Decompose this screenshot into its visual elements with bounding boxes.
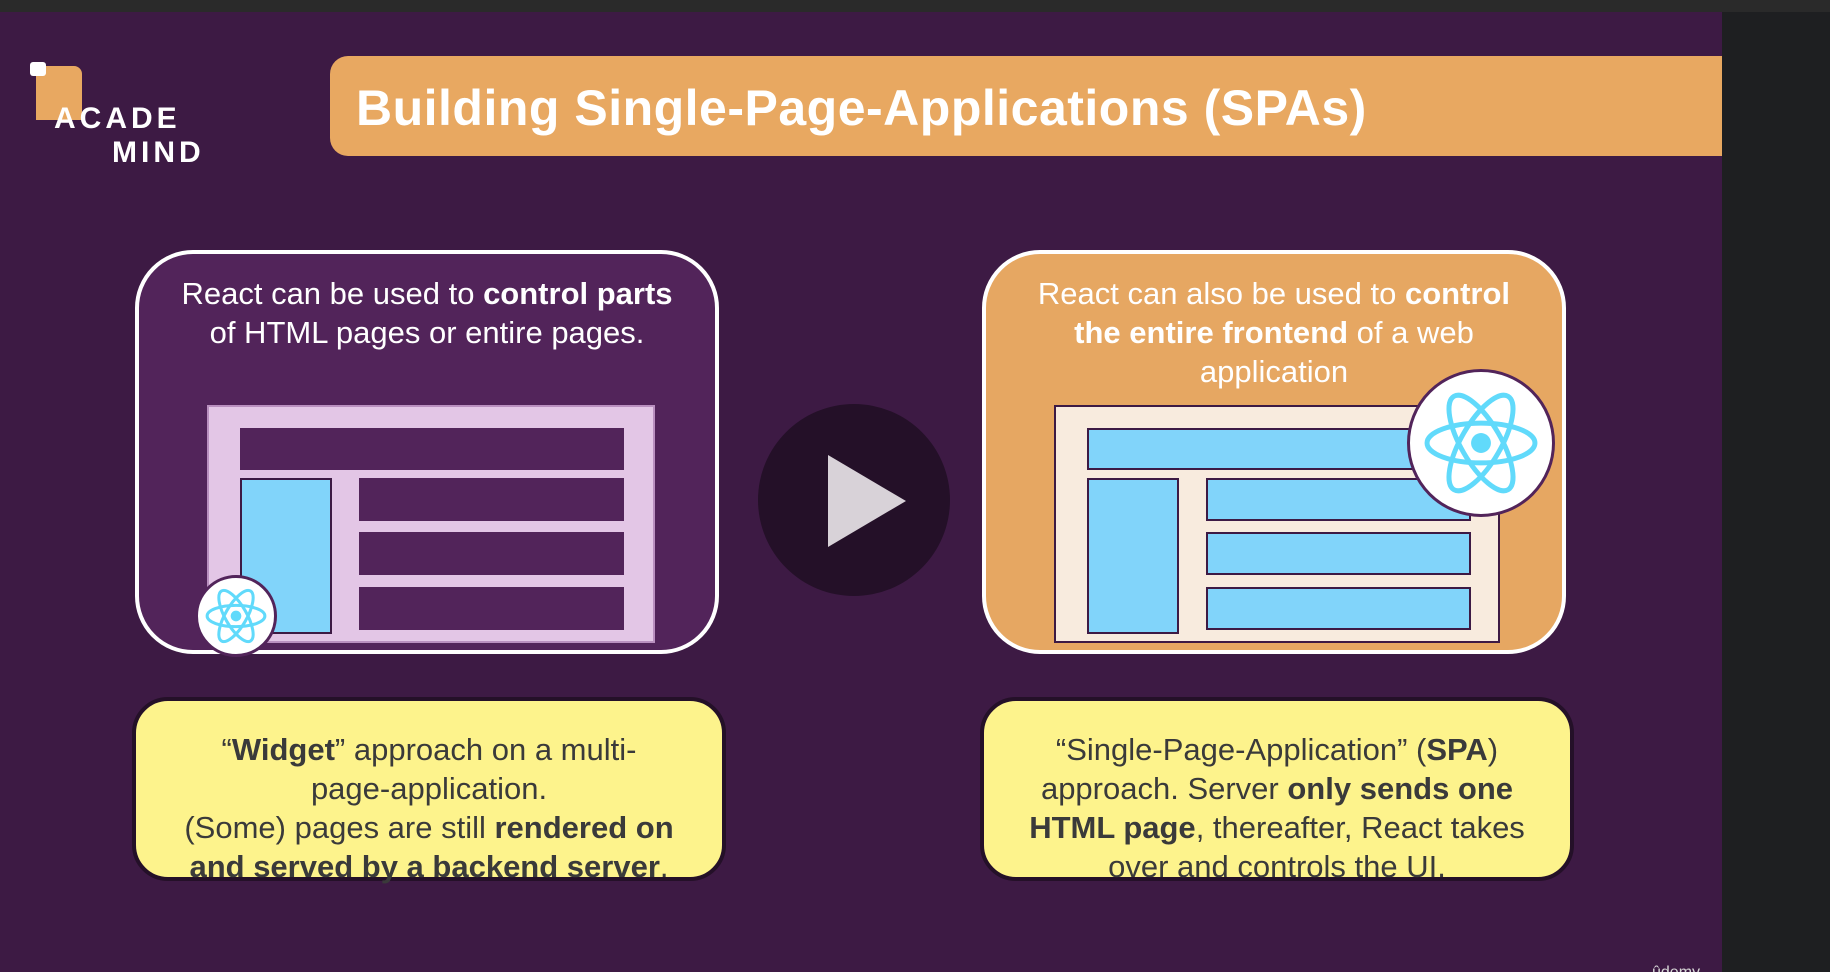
- text-fragment: over and controls the UI.: [1108, 849, 1446, 884]
- text-fragment: , thereafter, React takes: [1195, 810, 1525, 845]
- play-icon[interactable]: [828, 455, 906, 547]
- react-logo-icon: [1407, 369, 1555, 517]
- logo-text-line1: ACADE: [54, 102, 181, 135]
- mockup-content-row: [359, 587, 624, 630]
- logo-flag-icon: [30, 62, 82, 120]
- mockup-content-row: [359, 478, 624, 521]
- multi-page-mockup: [207, 405, 655, 643]
- text-fragment: of HTML pages or entire pages.: [209, 315, 645, 350]
- mockup-sidebar: [1087, 478, 1179, 634]
- text-fragment: of a web: [1348, 315, 1474, 350]
- text-bold: Widget: [231, 732, 335, 767]
- mockup-content-row: [359, 532, 624, 575]
- text-fragment: “: [221, 732, 232, 767]
- text-fragment: “Single-Page-Application” (: [1055, 732, 1427, 767]
- academind-logo: ACADE MIND: [30, 54, 209, 169]
- text-bold: and served by a backend server: [189, 849, 660, 884]
- logo-text-line2: MIND: [112, 136, 205, 169]
- udemy-watermark: ûdemy: [1652, 964, 1700, 972]
- text-bold: control: [1405, 276, 1511, 311]
- widget-approach-note: “Widget” approach on a multi- page-appli…: [132, 697, 726, 884]
- text-bold: SPA: [1426, 732, 1488, 767]
- mockup-header-bar: [240, 428, 624, 470]
- text-fragment: React can also be used to: [1037, 276, 1405, 311]
- mockup-content-row: [1206, 532, 1471, 575]
- text-bold: HTML page: [1029, 810, 1196, 845]
- text-fragment: .: [659, 849, 669, 884]
- widget-panel-text: React can be used to control parts of HT…: [139, 274, 715, 352]
- text-fragment: page-application.: [310, 771, 548, 806]
- text-fragment: React can be used to: [181, 276, 484, 311]
- text-bold: control parts: [483, 276, 673, 311]
- text-fragment: approach. Server: [1040, 771, 1288, 806]
- slide-title: Building Single-Page-Applications (SPAs): [356, 80, 1367, 136]
- text-bold: the entire frontend: [1074, 315, 1349, 350]
- react-logo-icon: [195, 575, 277, 657]
- right-sidebar: [1722, 12, 1830, 972]
- text-bold: rendered on: [494, 810, 674, 845]
- spa-approach-note: “Single-Page-Application” (SPA) approach…: [980, 697, 1574, 884]
- title-banner: [330, 56, 1722, 156]
- spa-panel-text: React can also be used to control the en…: [986, 274, 1562, 391]
- slide: ACADE MIND Building Single-Page-Applicat…: [0, 12, 1722, 972]
- text-fragment: application: [1199, 354, 1349, 389]
- text-fragment: (Some) pages are still: [184, 810, 495, 845]
- mockup-content-row: [1206, 587, 1471, 630]
- text-fragment: ” approach on a multi-: [334, 732, 637, 767]
- text-bold: only sends one: [1287, 771, 1514, 806]
- text-fragment: ): [1487, 732, 1499, 767]
